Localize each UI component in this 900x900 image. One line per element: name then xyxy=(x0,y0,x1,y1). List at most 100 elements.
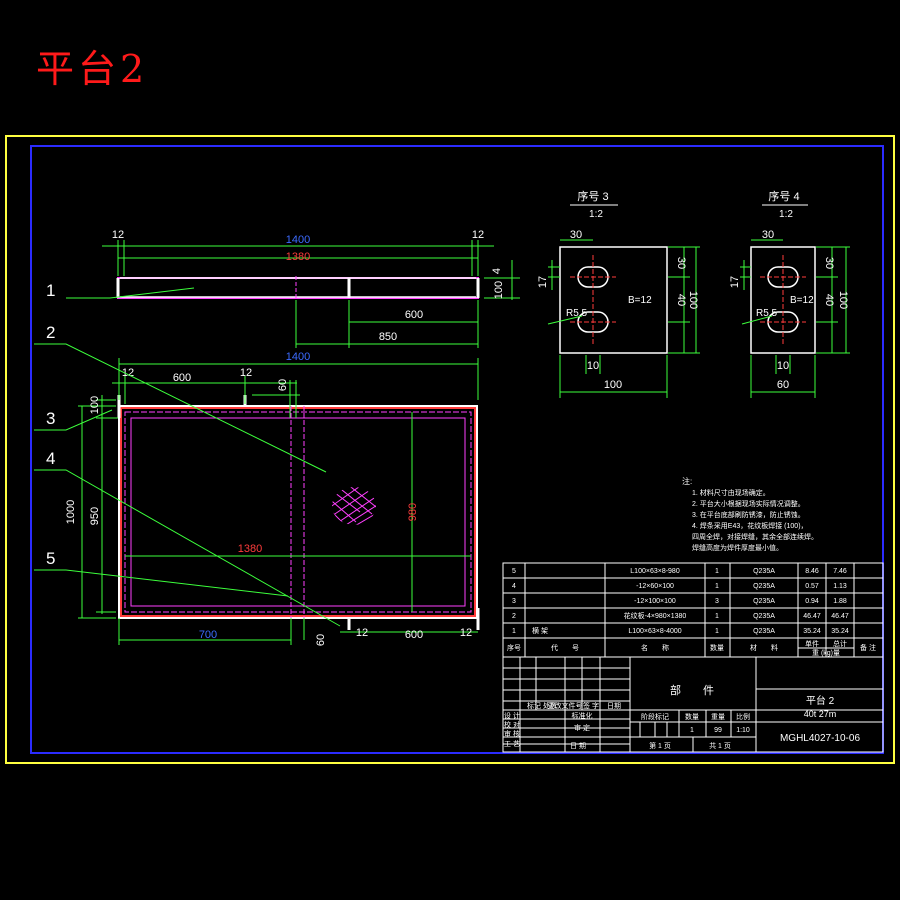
bom-header-note: 备 注 xyxy=(860,643,876,652)
detail3-thickness: B=12 xyxy=(628,295,652,306)
bom-row-material: Q235A xyxy=(753,583,775,590)
detail4-dim-30-right: 30 xyxy=(823,257,835,269)
bom-rows: 5 L100×63×8-980 1 Q235A 8.46 7.46 4 -12×… xyxy=(507,568,876,657)
tb-stage-label: 阶段标记 xyxy=(641,712,669,721)
plan-dim-600-top: 600 xyxy=(173,372,191,384)
side-dim-12-right: 12 xyxy=(472,229,484,241)
tb-weight-label: 重量 xyxy=(711,713,725,721)
leader-label-2: 2 xyxy=(46,323,55,342)
note-line-5: 四周全焊，对接焊缝，其余全部连续焊。 xyxy=(692,532,818,541)
detail4-dim-17: 17 xyxy=(729,276,741,288)
side-dim-12-left: 12 xyxy=(112,229,124,241)
bom-header-name: 名 称 xyxy=(641,643,669,652)
note-line-1: 1. 材料尺寸由现场确定。 xyxy=(692,488,770,497)
plan-dim-1000: 1000 xyxy=(65,500,77,524)
bom-header-total: 总计 xyxy=(833,639,847,648)
outer-frame xyxy=(5,135,895,764)
bom-row-no: 5 xyxy=(512,568,516,575)
bom-row-qty: 1 xyxy=(715,568,719,575)
bom-header-qty: 数量 xyxy=(710,643,724,652)
detail3-dim-100-bottom: 100 xyxy=(604,379,622,391)
plan-dim-12-left: 12 xyxy=(122,367,134,379)
detail4-dim-30: 30 xyxy=(762,229,774,241)
bom-row-unit-weight: 0.94 xyxy=(805,598,819,605)
tb-sheets: 共 1 页 xyxy=(709,741,731,750)
bom-row-qty: 1 xyxy=(715,613,719,620)
plan-dim-60-top: 60 xyxy=(277,379,289,391)
detail3-dim-30: 30 xyxy=(570,229,582,241)
note-line-4: 4. 焊条采用E43，花纹板焊接 (100)， xyxy=(692,521,808,530)
plan-dim-60-bottom: 60 xyxy=(315,634,327,646)
side-dim-100: 100 xyxy=(493,281,505,299)
tb-row-label-change-doc: 更改文件号 xyxy=(548,701,583,710)
title-block-grid xyxy=(502,656,884,753)
bom-header-no: 序号 xyxy=(507,643,521,652)
plan-dim-1380: 1380 xyxy=(238,543,262,555)
detail-4: 序号 4 1:2 30 17 xyxy=(729,189,850,398)
side-dim-4: 4 xyxy=(491,268,503,274)
detail4-dim-100-right: 100 xyxy=(837,291,849,309)
tb-drawing-number: MGHL4027-10-06 xyxy=(780,733,860,744)
detail3-dim-17: 17 xyxy=(537,276,549,288)
tb-label-standard: 标准化 xyxy=(572,711,593,720)
bom-row-no: 3 xyxy=(512,598,516,605)
bom-header-single: 单件 xyxy=(805,639,819,648)
plan-view: 1400 12 600 12 60 100 950 1000 980 1380 … xyxy=(65,351,480,646)
tb-row-label-date: 日期 xyxy=(607,702,621,710)
tb-subtitle: 40t 27m xyxy=(804,709,837,719)
title-block-text: 标记 处数 更改文件号 签 字 日期 设 计 校 对 审 核 工 艺 标准化 审… xyxy=(504,683,860,750)
leader-label-5: 5 xyxy=(46,549,55,568)
bom-row-name: L100×63×8-980 xyxy=(630,568,680,575)
side-dim-850: 850 xyxy=(379,331,397,343)
bill-of-materials xyxy=(502,562,884,752)
detail3-dim-10: 10 xyxy=(587,360,599,372)
detail4-title: 序号 4 xyxy=(768,189,799,203)
bom-row-code: 横 架 xyxy=(532,626,548,635)
bom-row-qty: 1 xyxy=(715,583,719,590)
tb-label-process: 工 艺 xyxy=(504,740,520,748)
bom-row-qty: 1 xyxy=(715,628,719,635)
note-line-6: 焊缝高度为焊件厚度最小值。 xyxy=(692,543,783,552)
bom-header-weight: 重 (kg)量 xyxy=(812,649,840,657)
tb-label-date: 日 期 xyxy=(570,742,586,750)
inner-frame xyxy=(30,145,884,754)
tb-qty-label: 数量 xyxy=(685,712,699,721)
bom-row-total-weight: 46.47 xyxy=(831,613,849,620)
bom-row-total-weight: 35.24 xyxy=(831,628,849,635)
plan-dim-600-bottom: 600 xyxy=(405,629,423,641)
note-line-2: 2. 平台大小根据现场实际情况调整。 xyxy=(692,499,805,508)
detail3-dim-30-right: 30 xyxy=(675,257,687,269)
detail4-dim-60-bottom: 60 xyxy=(777,379,789,391)
detail3-dim-100-right: 100 xyxy=(687,291,699,309)
tb-qty-value: 1 xyxy=(690,727,694,734)
bom-row-qty: 3 xyxy=(715,598,719,605)
plan-dim-12-bottom-left: 12 xyxy=(356,627,368,639)
bom-row-material: Q235A xyxy=(753,628,775,635)
plan-dim-950: 950 xyxy=(89,507,101,525)
technical-notes: 注: 1. 材料尺寸由现场确定。 2. 平台大小根据现场实际情况调整。 3. 在… xyxy=(682,476,818,552)
tb-label-review: 审 核 xyxy=(504,729,520,738)
bom-row-material: Q235A xyxy=(753,613,775,620)
tb-scale-value: 1:10 xyxy=(736,727,750,734)
side-dim-1400: 1400 xyxy=(286,234,310,246)
detail4-scale: 1:2 xyxy=(779,209,793,220)
tb-drawing-name: 平台 2 xyxy=(806,694,835,707)
detail4-dim-10: 10 xyxy=(777,360,789,372)
tb-row-label-count: 处数 xyxy=(543,701,557,710)
bom-header-material: 材 料 xyxy=(750,643,778,652)
detail4-thickness: B=12 xyxy=(790,295,814,306)
bom-row-material: Q235A xyxy=(753,568,775,575)
bom-row-name: -12×60×100 xyxy=(636,583,674,590)
plan-dim-12-mid: 12 xyxy=(240,367,252,379)
bom-row-unit-weight: 35.24 xyxy=(803,628,821,635)
bom-row-unit-weight: 0.57 xyxy=(805,583,819,590)
tb-row-label-sign: 签 字 xyxy=(583,701,599,710)
detail3-title: 序号 3 xyxy=(577,189,608,203)
bom-row-name: -12×100×100 xyxy=(634,598,676,605)
bom-row-no: 1 xyxy=(512,628,516,635)
tb-label-design: 设 计 xyxy=(504,711,520,720)
side-view: 1400 1380 12 12 4 100 600 850 xyxy=(102,229,520,348)
bom-row-name: L100×63×8-4000 xyxy=(628,628,681,635)
bom-row-material: Q235A xyxy=(753,598,775,605)
leader-label-1: 1 xyxy=(46,281,55,300)
